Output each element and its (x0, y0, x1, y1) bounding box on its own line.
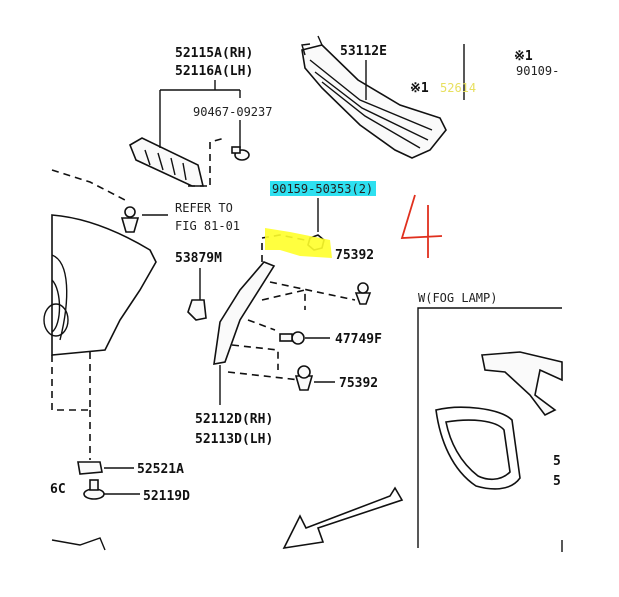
bracket-leader-lines (159, 80, 241, 148)
fog-lamp-inset (417, 307, 563, 552)
label-75392-bottom: 75392 (339, 376, 378, 391)
nut-52521a-icon (77, 461, 134, 475)
label-52112d: 52112D(RH) (195, 412, 273, 427)
clip-75392-top-icon (354, 282, 372, 305)
label-ref-mark: ※1 (410, 81, 429, 96)
direction-arrow-icon (282, 486, 404, 550)
label-refer-to: REFER TO (175, 201, 233, 215)
label-53112e: 53112E (340, 44, 387, 59)
label-90109: 90109- (516, 64, 559, 78)
label-cut-5b: 5 (553, 474, 561, 489)
label-fog-lamp: W(FOG LAMP) (418, 291, 497, 305)
label-75392-top: 75392 (335, 248, 374, 263)
bolt-52119d-icon (83, 479, 140, 500)
yellow-highlight (265, 228, 332, 258)
label-47749f: 47749F (335, 332, 382, 347)
label-fig: FIG 81-01 (175, 219, 240, 233)
label-90467: 90467-09237 (193, 105, 272, 119)
molding-part (213, 261, 276, 365)
label-52614-faint: 52614 (440, 81, 476, 95)
label-52119d: 52119D (143, 489, 190, 504)
label-53879m: 53879M (175, 251, 222, 266)
clip-refer-icon (120, 206, 168, 233)
label-cut-5a: 5 (553, 454, 561, 469)
clip-53879m-icon (187, 268, 207, 321)
label-52116a: 52116A(LH) (175, 64, 253, 79)
label-ref-mark-top: ※1 (514, 49, 533, 64)
grille-part (301, 35, 447, 159)
clip-75392-bottom-icon (294, 365, 335, 391)
bumper-outline (43, 169, 157, 460)
label-6c: 6C (50, 482, 66, 497)
bracket-dash-box (188, 137, 226, 187)
screw-47749f-icon (279, 331, 330, 345)
handwritten-four: 4 (400, 194, 443, 258)
label-90159: 90159-50353(2) (272, 182, 373, 196)
bolt-icon (231, 146, 250, 161)
side-bracket-part (129, 137, 205, 187)
label-52521a: 52521A (137, 462, 184, 477)
label-52113d: 52113D(LH) (195, 432, 273, 447)
label-52115a: 52115A(RH) (175, 46, 253, 61)
bottom-left-edge (51, 537, 106, 551)
cyan-highlight (270, 181, 376, 196)
